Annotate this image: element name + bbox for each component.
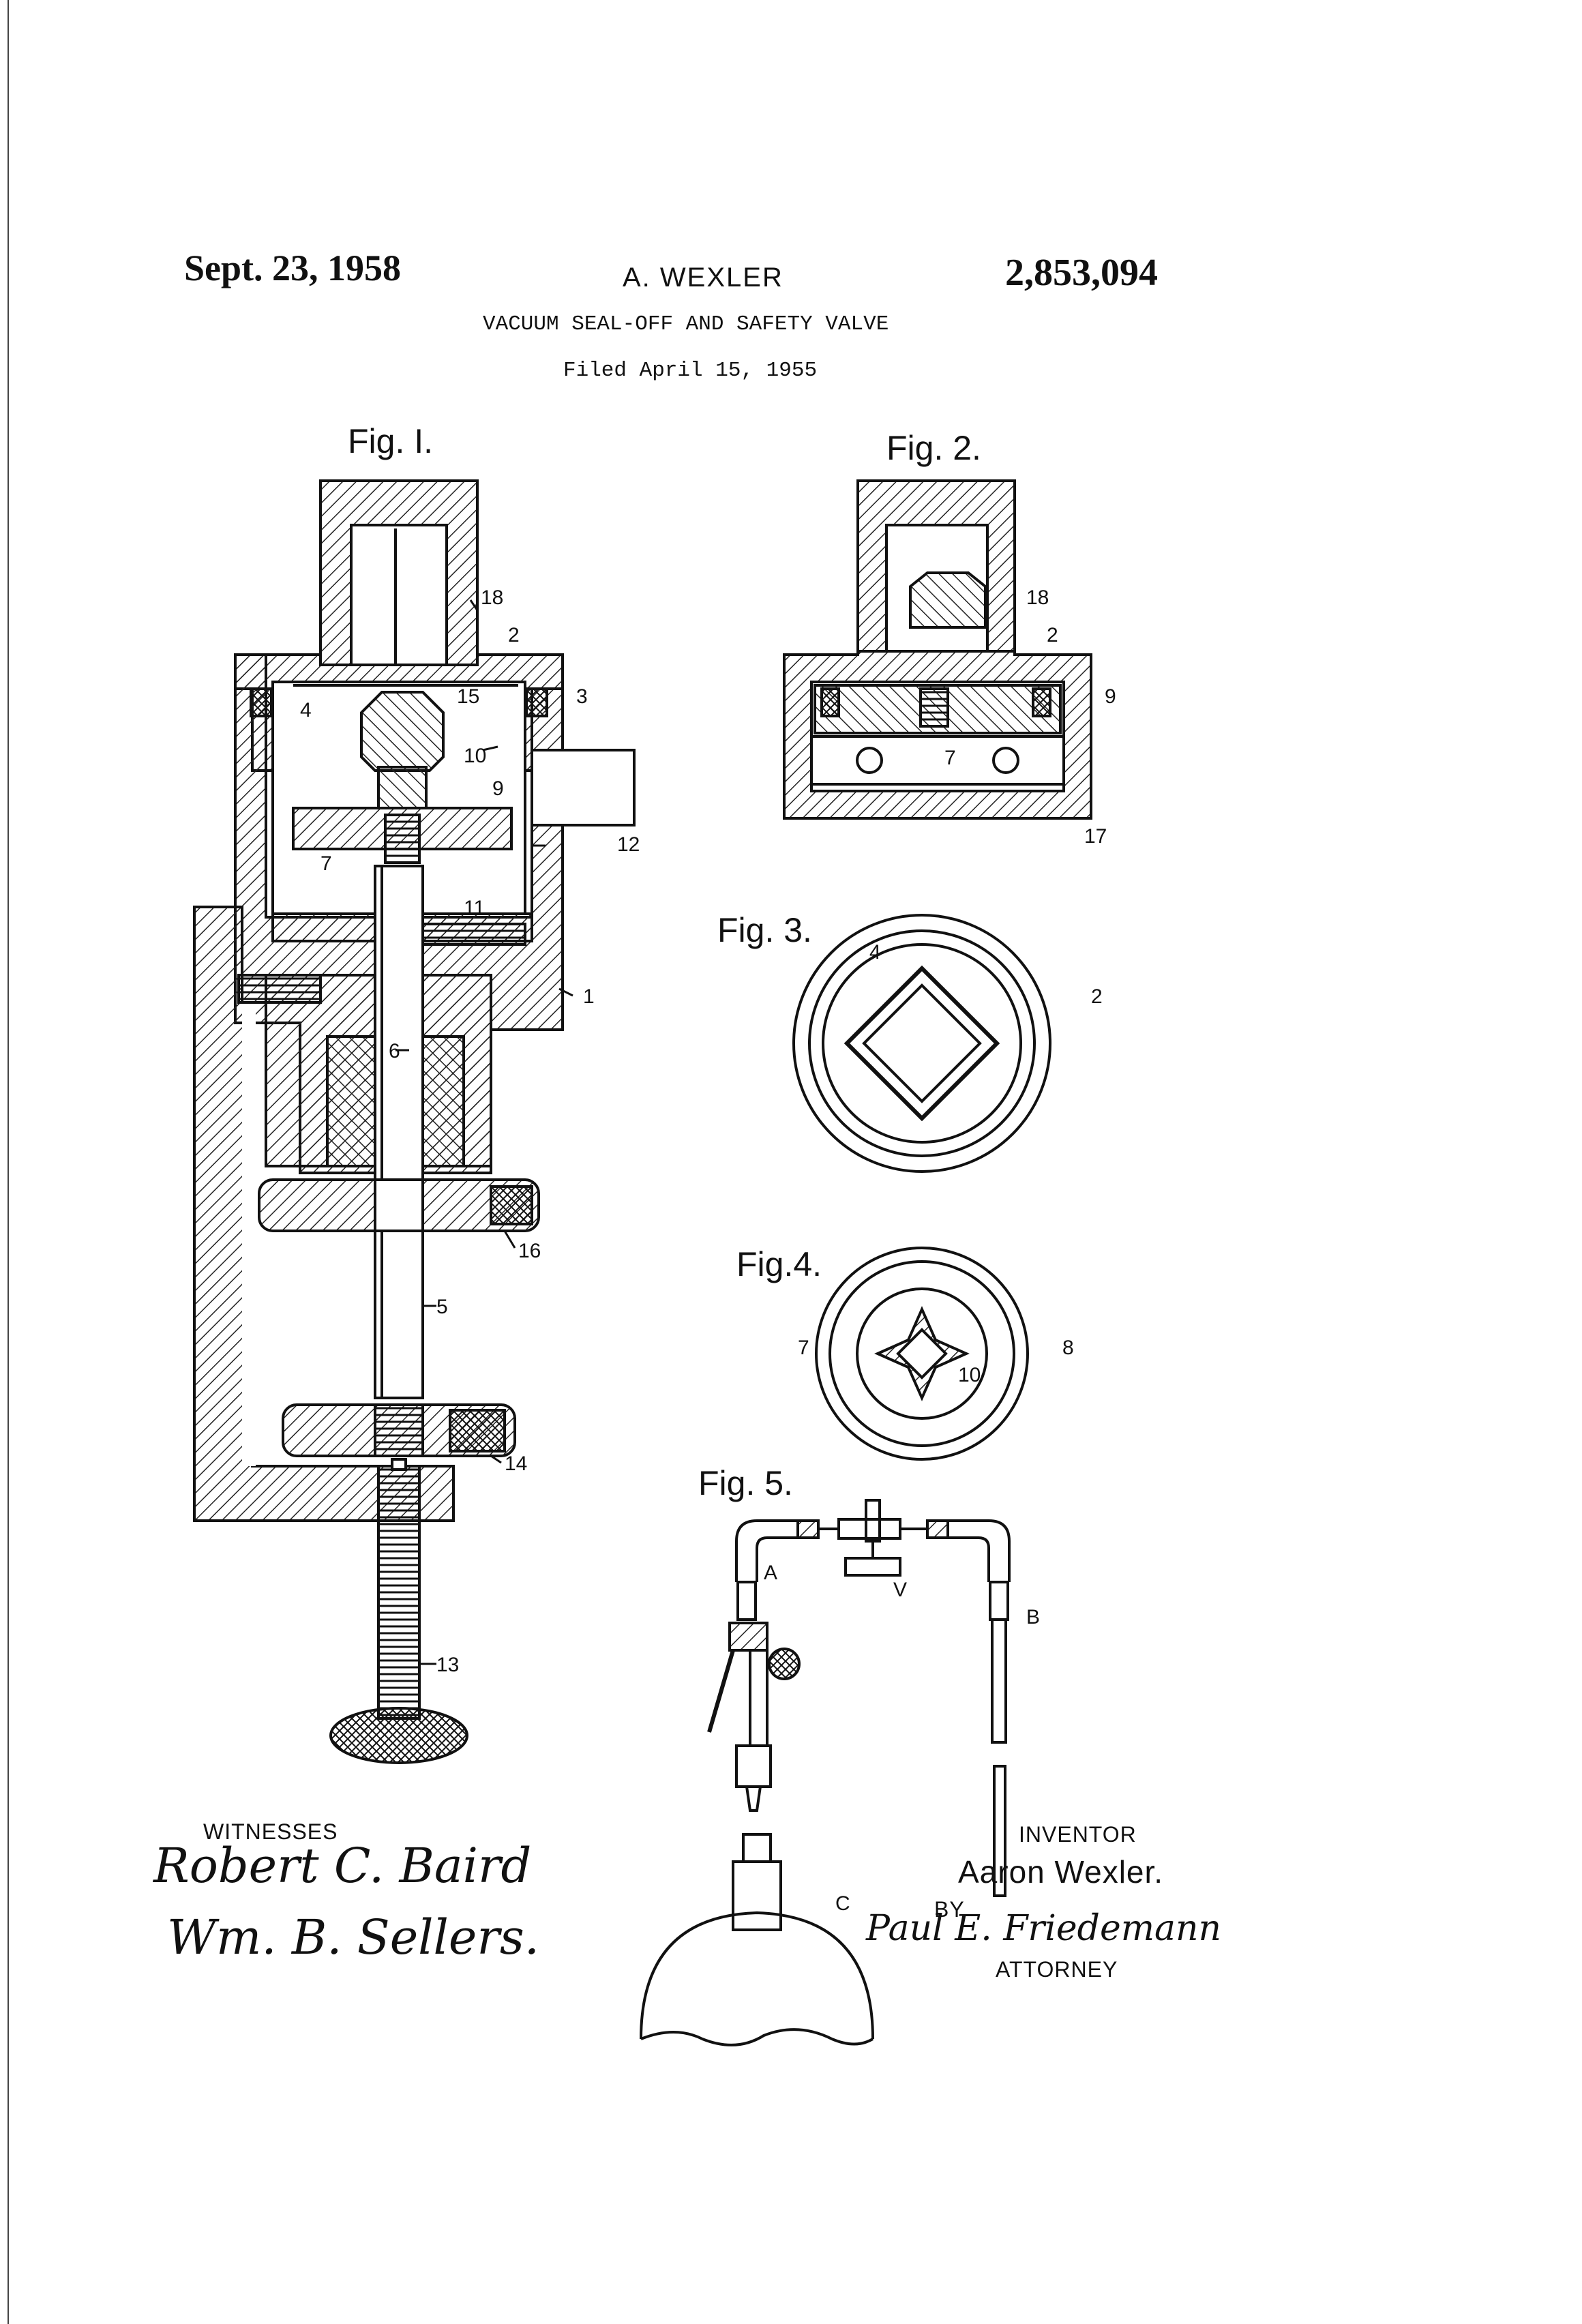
patent-number: 2,853,094 — [1005, 251, 1158, 295]
fig3-ref-2: 2 — [1091, 985, 1103, 1009]
fig5-ref-B: B — [1026, 1606, 1040, 1629]
fig3-drawing — [794, 915, 1050, 1172]
fig1-drawing — [194, 481, 634, 1763]
witness-signature-2: Wm. B. Sellers. — [167, 1909, 539, 1965]
fig5-ref-A: A — [764, 1562, 777, 1585]
attorney-signature: Paul E. Friedemann — [866, 1908, 1221, 1949]
ref-10: 10 — [464, 745, 486, 768]
attorney-label: ATTORNEY — [996, 1957, 1118, 1982]
fig3-label: Fig. 3. — [717, 910, 812, 950]
fig2-ref-18: 18 — [1026, 586, 1049, 610]
inventor-label: INVENTOR — [1019, 1822, 1137, 1847]
ref-12: 12 — [617, 833, 640, 856]
fig2-ref-17: 17 — [1084, 825, 1107, 848]
fig4-ref-10: 10 — [958, 1364, 981, 1387]
fig2-label: Fig. 2. — [886, 428, 981, 468]
ref-11: 11 — [464, 897, 485, 920]
ref-13: 13 — [436, 1654, 459, 1677]
fig4-ref-8: 8 — [1062, 1337, 1074, 1360]
fig3-ref-4: 4 — [869, 941, 881, 964]
fig2-ref-7: 7 — [944, 747, 956, 770]
fig4-drawing — [816, 1248, 1028, 1459]
fig2-ref-2: 2 — [1047, 624, 1058, 647]
patent-date: Sept. 23, 1958 — [184, 247, 401, 289]
ref-16: 16 — [518, 1240, 541, 1263]
inventor-short-name: A. WEXLER — [623, 263, 783, 293]
witness-signature-1: Robert C. Baird — [153, 1838, 531, 1894]
fig4-ref-7: 7 — [798, 1337, 809, 1360]
fig4-label: Fig.4. — [736, 1245, 822, 1284]
fig5-label: Fig. 5. — [698, 1463, 793, 1503]
fig5-ref-C: C — [835, 1892, 850, 1916]
ref-2: 2 — [508, 624, 520, 647]
fig1-label: Fig. I. — [348, 421, 433, 461]
patent-title: VACUUM SEAL-OFF AND SAFETY VALVE — [483, 312, 889, 336]
ref-18: 18 — [481, 586, 503, 610]
fig2-ref-9: 9 — [1105, 685, 1116, 709]
ref-5: 5 — [436, 1296, 448, 1319]
ref-3: 3 — [576, 685, 588, 709]
fig2-drawing — [784, 481, 1091, 818]
ref-4: 4 — [300, 699, 312, 722]
ref-6: 6 — [389, 1040, 400, 1063]
filing-date: Filed April 15, 1955 — [563, 359, 817, 383]
ref-1: 1 — [583, 985, 595, 1009]
fig5-drawing — [641, 1500, 1009, 2045]
ref-9: 9 — [492, 777, 504, 801]
fig5-ref-V: V — [893, 1579, 907, 1602]
ref-15: 15 — [457, 685, 479, 709]
inventor-name: Aaron Wexler. — [958, 1853, 1163, 1890]
ref-14: 14 — [505, 1452, 527, 1476]
ref-7: 7 — [320, 852, 332, 876]
